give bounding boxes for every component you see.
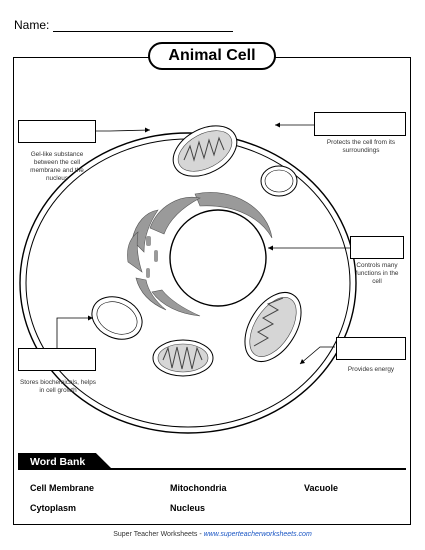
footer-prefix: Super Teacher Worksheets - — [113, 531, 204, 538]
title-text: Animal Cell — [168, 47, 256, 64]
vacuole-top-right — [260, 165, 298, 197]
name-input-line[interactable] — [53, 19, 234, 32]
answer-box-cell-membrane[interactable] — [314, 112, 406, 136]
word-cytoplasm: Cytoplasm — [30, 503, 77, 513]
answer-box-mitochondria[interactable] — [336, 337, 406, 360]
word-nucleus: Nucleus — [170, 503, 206, 513]
nucleus — [169, 209, 267, 307]
answer-box-nucleus[interactable] — [350, 236, 404, 259]
vacuole-left — [91, 296, 143, 340]
mitochondrion-top — [172, 125, 238, 177]
vacuole-left-inner — [96, 301, 138, 335]
desc-nucleus: Controls many functions in the cell — [355, 262, 399, 285]
golgi-dots — [146, 198, 218, 278]
desc-cytoplasm: Gel-like substance between the cell memb… — [30, 151, 84, 182]
word-cell-membrane: Cell Membrane — [30, 483, 95, 493]
worksheet-title: Animal Cell — [148, 42, 276, 70]
leader-lines — [56, 124, 350, 365]
mitochondrion-right — [244, 292, 302, 362]
word-bank-rule — [18, 468, 406, 470]
footer-site-link[interactable]: www.superteacherworksheets.com — [203, 531, 312, 538]
desc-mitochondria: Provides energy — [347, 366, 395, 373]
endoplasmic-reticulum — [127, 192, 273, 317]
word-bank-header: Word Bank — [18, 453, 406, 470]
name-row: Name: — [14, 18, 234, 32]
answer-box-cytoplasm[interactable] — [18, 120, 96, 143]
vacuole-top-right-inner — [264, 169, 294, 193]
mitochondrion-bottom — [152, 339, 214, 377]
word-bank-tab: Word Bank — [18, 453, 113, 470]
word-bank-heading: Word Bank — [30, 455, 86, 468]
word-vacuole: Vacuole — [304, 483, 339, 493]
arrow-heads — [88, 122, 305, 364]
desc-cell-membrane: Protects the cell from its surroundings — [326, 139, 396, 154]
word-mitochondria: Mitochondria — [170, 483, 227, 493]
answer-box-vacuole[interactable] — [18, 348, 96, 371]
desc-vacuole: Stores biochemicals, helps in cell growt… — [19, 379, 96, 394]
footer: Super Teacher Worksheets - www.superteac… — [0, 531, 425, 538]
name-label: Name: — [14, 18, 50, 32]
